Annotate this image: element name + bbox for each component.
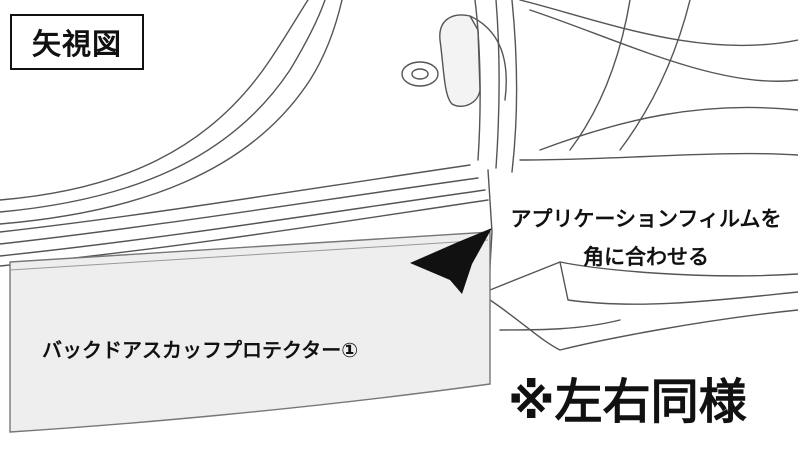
body-panel-5 (569, 0, 631, 151)
body-panel-4 (519, 152, 798, 161)
view-label: 矢視図 (10, 14, 144, 70)
bumper-corner (559, 261, 798, 305)
bumper-edge (489, 261, 798, 291)
callout-text: アプリケーションフィルムを 角に合わせる (500, 200, 792, 276)
pointing-arrow-icon (410, 228, 492, 294)
bolt-outer (401, 61, 439, 87)
pillar-line-1 (474, 0, 481, 161)
body-panel-6 (619, 0, 691, 151)
bolt-inner (411, 68, 429, 80)
latch-body (439, 14, 481, 108)
sill-line-2 (0, 177, 479, 245)
sill-line-3 (0, 189, 486, 257)
latch-line (469, 15, 507, 101)
note-both-sides: ※左右同様 (508, 374, 747, 430)
scuff-protector-film (9, 231, 491, 433)
film-edge-line (9, 239, 489, 271)
body-panel-1 (519, 0, 798, 47)
bumper-fold (499, 319, 621, 331)
part-label: バックドアスカッフプロテクター① (42, 338, 359, 362)
pillar-line-3 (511, 0, 518, 173)
body-panel-2 (529, 9, 798, 82)
callout-line-1: アプリケーションフィルムを (510, 207, 782, 231)
callout-line-2: 角に合わせる (583, 245, 709, 269)
bumper-lower (489, 299, 798, 351)
body-panel-3 (539, 106, 798, 151)
pillar-line-2 (495, 0, 500, 169)
arch-line-2 (0, 0, 326, 213)
arch-line-3 (0, 0, 343, 225)
arch-line-outer (0, 0, 309, 201)
sill-line-1 (0, 164, 471, 233)
